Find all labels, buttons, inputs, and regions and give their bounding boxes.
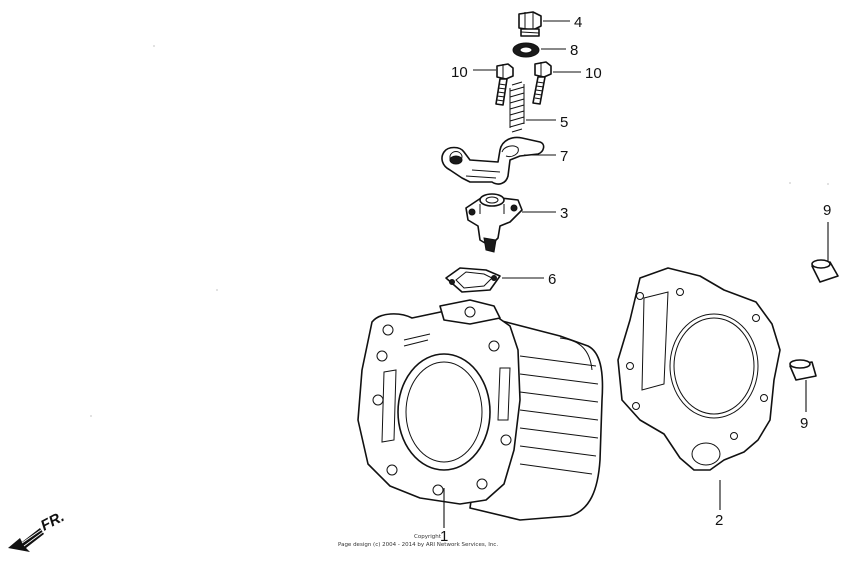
part-6-gasket[interactable] [445, 267, 501, 293]
part-10-bolt-right[interactable] [532, 61, 552, 105]
callout-2: 2 [715, 512, 723, 529]
leader-lines [443, 20, 829, 528]
part-4-bolt[interactable] [518, 11, 542, 37]
part-9-dowel-lower[interactable] [789, 359, 817, 381]
callout-8: 8 [570, 42, 578, 59]
front-direction-label: FR. [38, 508, 67, 534]
part-10-bolt-left[interactable] [495, 63, 514, 106]
callout-6: 6 [548, 271, 556, 288]
copyright-line-2: Page design (c) 2004 - 2014 by ARI Netwo… [338, 542, 498, 548]
copyright-line-1: Copyright [414, 534, 442, 540]
scan-specks [90, 45, 829, 417]
callout-10-left: 10 [451, 64, 468, 81]
callout-1: 1 [440, 528, 448, 545]
callout-9-lower: 9 [800, 415, 808, 432]
callout-5: 5 [560, 114, 568, 131]
part-1-cylinder[interactable] [357, 299, 604, 521]
callout-3: 3 [560, 205, 568, 222]
callout-7: 7 [560, 148, 568, 165]
part-9-dowel-upper[interactable] [811, 259, 839, 283]
part-5-spring[interactable] [509, 81, 525, 133]
callout-9-upper: 9 [823, 202, 831, 219]
part-8-washer[interactable] [512, 42, 540, 58]
front-arrow-icon [8, 528, 44, 552]
callout-4: 4 [574, 14, 582, 31]
part-3-tensioner[interactable] [465, 193, 523, 253]
callout-10-right: 10 [585, 65, 602, 82]
part-7-bracket[interactable] [441, 136, 545, 185]
part-2-head-gasket[interactable] [617, 267, 781, 471]
